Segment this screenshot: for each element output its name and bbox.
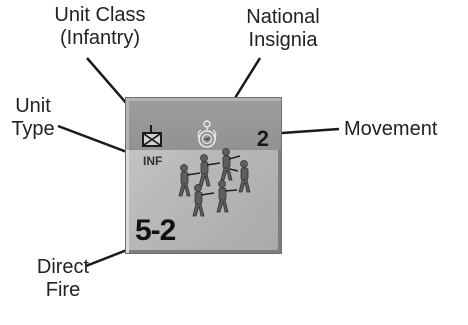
soldiers-illustration [178, 148, 251, 217]
callout-unit-class-line2: (Infantry) [59, 27, 141, 49]
unit-size-tick [150, 125, 152, 133]
callout-unit-class-line1: Unit Class [54, 4, 146, 26]
callout-direct-fire-line2: Fire [45, 279, 81, 301]
callout-unit-type: Unit Type [0, 95, 66, 141]
callout-direct-fire-line1: Direct [36, 256, 90, 278]
leader-direct-fire [85, 246, 133, 268]
movement-value: 2 [256, 126, 269, 151]
callout-insignia-line1: National [246, 6, 320, 28]
national-insignia-icon [197, 120, 217, 148]
callout-movement: Movement [344, 118, 438, 140]
unit-counter: INF 2 [125, 97, 282, 254]
unit-type-abbrev: INF [143, 154, 163, 168]
callout-insignia-line2: Insignia [248, 29, 318, 51]
leader-movement [281, 127, 340, 135]
callout-unit-type-line1: Unit [15, 95, 51, 117]
callout-unit-type-line2: Type [11, 118, 55, 140]
callout-national-insignia: National Insignia [218, 6, 348, 52]
callout-direct-fire: Direct Fire [18, 256, 108, 302]
infantry-symbol-icon [142, 132, 162, 147]
callout-unit-class: Unit Class (Infantry) [20, 4, 180, 50]
direct-fire-value: 5-2 [135, 214, 176, 247]
